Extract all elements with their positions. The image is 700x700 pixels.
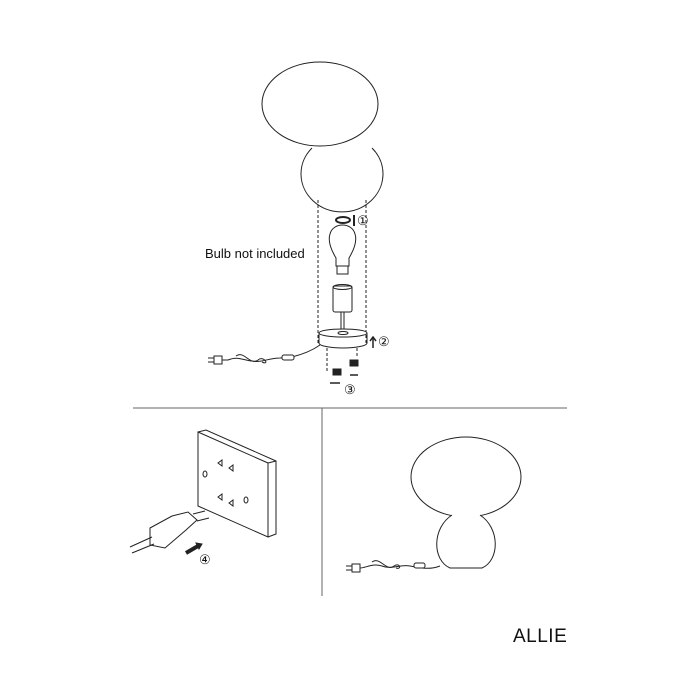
plug-icon xyxy=(213,355,223,365)
lamp-shade xyxy=(261,61,379,147)
wall-outlet-step xyxy=(129,429,277,555)
power-cord xyxy=(220,344,321,362)
lamp-globe xyxy=(300,147,384,213)
plug-icon xyxy=(149,511,198,549)
brand-name: ALLIE xyxy=(513,626,568,647)
lamp-base xyxy=(318,328,368,338)
step-1-label: ① xyxy=(357,213,369,228)
switch-icon xyxy=(281,354,295,361)
plug-icon xyxy=(351,563,361,573)
cord-coil xyxy=(371,560,401,569)
bulb-not-included-note: Bulb not included xyxy=(205,246,305,261)
lamp-shade xyxy=(410,436,522,518)
bulb-icon xyxy=(328,224,357,267)
lamp-globe xyxy=(436,514,496,569)
step-2-label: ② xyxy=(378,334,390,349)
wall-outlet xyxy=(197,431,269,538)
screw-icon xyxy=(332,368,342,376)
insert-arrow-icon xyxy=(184,544,200,555)
step-4-label: ④ xyxy=(199,552,211,567)
power-cord xyxy=(359,564,441,569)
socket xyxy=(332,285,353,313)
cord-coil xyxy=(235,354,267,364)
switch-icon xyxy=(413,562,426,569)
step-3-label: ③ xyxy=(344,382,356,397)
rotate-arrow-icon xyxy=(335,216,351,224)
assembled-lamp xyxy=(346,436,522,573)
exploded-lamp xyxy=(208,61,384,384)
screw-icon xyxy=(349,359,359,367)
